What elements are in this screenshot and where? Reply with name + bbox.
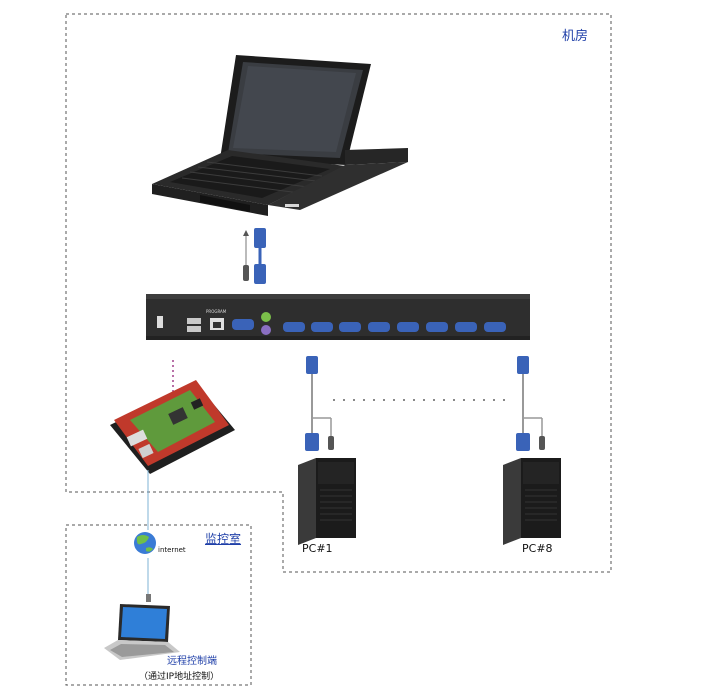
remote-note-label: （通过IP地址控制） bbox=[139, 672, 220, 682]
monitor-room-boundary bbox=[65, 524, 252, 686]
pc8-label: PC#8 bbox=[522, 542, 553, 555]
pc1-tower-icon bbox=[298, 458, 356, 545]
machine-room-boundary bbox=[65, 13, 612, 573]
monitor-room-label: 监控室 bbox=[205, 532, 242, 546]
console-cable bbox=[243, 228, 266, 284]
ip-control-board bbox=[110, 380, 235, 474]
lcd-console-drawer bbox=[152, 55, 408, 216]
kvm-program-port-label: PROGRAM bbox=[206, 309, 227, 314]
kvm-switch bbox=[146, 294, 530, 340]
internet-label: internet bbox=[158, 546, 186, 554]
pc8-vga-cable bbox=[516, 356, 545, 451]
pc1-label: PC#1 bbox=[302, 542, 333, 555]
network-cable bbox=[146, 470, 151, 602]
machine-room-label: 机房 bbox=[562, 29, 589, 44]
remote-laptop-icon bbox=[104, 604, 180, 660]
pc8-tower-icon bbox=[503, 458, 561, 545]
internet-globe-icon bbox=[134, 532, 156, 554]
remote-terminal-label: 远程控制端 bbox=[167, 656, 217, 667]
pc1-vga-cable bbox=[305, 356, 334, 451]
